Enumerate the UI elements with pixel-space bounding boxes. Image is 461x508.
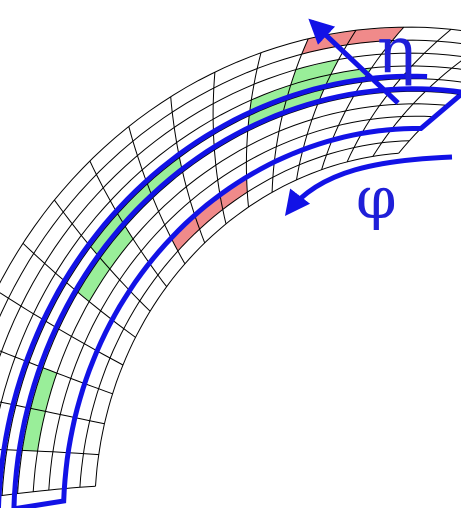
red-cell	[194, 194, 223, 230]
red-cell	[220, 177, 248, 210]
grid-line-along-eta	[53, 199, 151, 312]
green-cell	[90, 213, 126, 258]
eta-arrow	[308, 18, 400, 105]
cells-layer	[22, 27, 404, 452]
green-cell	[30, 367, 57, 412]
grid-line-along-eta	[321, 26, 405, 170]
grid-line-along-phi	[79, 140, 410, 488]
grid-line-along-eta	[170, 96, 206, 243]
green-cell	[77, 258, 110, 302]
grid-line-along-phi	[0, 26, 461, 284]
grid-line-along-phi	[0, 65, 461, 410]
phi-arrow	[284, 154, 453, 216]
red-cell	[301, 30, 356, 55]
grid-line-along-eta	[296, 29, 357, 180]
grid-line-along-eta	[271, 38, 309, 193]
grid-layer	[0, 26, 461, 497]
grid-line-along-phi	[1, 78, 461, 496]
grid-line-along-eta	[128, 126, 186, 265]
outline-layer	[0, 73, 461, 508]
green-cell	[100, 226, 133, 269]
grid-line-along-phi	[32, 103, 447, 492]
grid-line-along-eta	[22, 242, 136, 338]
grid-line-along-eta	[0, 401, 105, 425]
grid-line-along-phi	[0, 39, 461, 318]
arrows-layer	[284, 18, 453, 216]
grid-line-along-eta	[0, 292, 124, 366]
grid-line-along-eta	[245, 52, 262, 208]
grid-line-along-phi	[48, 115, 434, 491]
grid-line-along-eta	[0, 350, 113, 395]
grid-line-along-phi	[17, 90, 461, 494]
grid-line-along-phi	[95, 152, 399, 487]
region-outline	[11, 86, 461, 508]
grid-line-along-eta	[0, 485, 96, 497]
eta-label: η	[377, 14, 415, 88]
region-second-edge	[0, 73, 428, 508]
red-cell	[171, 215, 200, 251]
grid-line-along-eta	[212, 72, 227, 225]
green-cell	[290, 59, 339, 85]
grid-line-along-phi	[0, 52, 461, 357]
phi-label: φ	[356, 164, 397, 232]
grid-line-along-eta	[0, 449, 99, 456]
grid-line-along-eta	[89, 160, 167, 287]
green-cell	[117, 183, 153, 227]
